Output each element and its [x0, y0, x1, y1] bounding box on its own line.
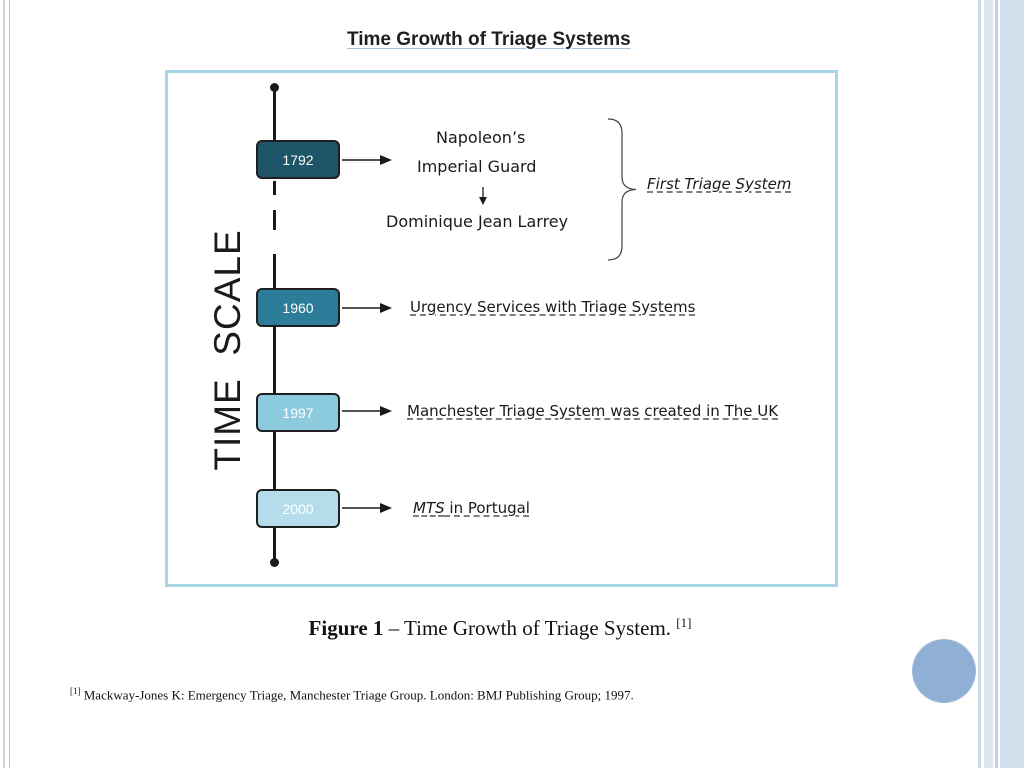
imperial-guard-label: Imperial Guard — [417, 157, 537, 176]
year-box-1997: 1997 — [256, 393, 340, 432]
arrow-1792 — [342, 155, 392, 165]
larrey-label: Dominique Jean Larrey — [386, 212, 569, 231]
footnote: [1] Mackway-Jones K: Emergency Triage, M… — [70, 686, 634, 703]
slide-title: Time Growth of Triage Systems — [347, 29, 631, 50]
event-1960-label: Urgency Services with Triage Systems — [410, 298, 696, 316]
left-decorative-stripe — [0, 0, 10, 768]
figure-caption: Figure 1 – Time Growth of Triage System.… — [0, 615, 1000, 641]
event-2000-label: MTS in Portugal — [413, 499, 530, 517]
timeline-dash — [273, 210, 276, 230]
right-decorative-stripes — [978, 0, 1024, 768]
caption-ref: [1] — [676, 615, 692, 630]
event-1997-label: Manchester Triage System was created in … — [407, 402, 779, 420]
curly-brace — [607, 118, 637, 261]
timeline-dash — [273, 181, 276, 195]
timeline-line — [273, 88, 276, 140]
footnote-text: Mackway-Jones K: Emergency Triage, Manch… — [80, 687, 634, 703]
year-box-1960: 1960 — [256, 288, 340, 327]
time-scale-axis-label: TIME SCALE — [207, 229, 248, 471]
timeline-start-dot — [270, 83, 279, 92]
first-triage-system-label: First Triage System — [647, 175, 792, 193]
arrow-2000 — [342, 503, 392, 513]
napoleon-label: Napoleon’s — [436, 128, 526, 147]
year-box-2000: 2000 — [256, 489, 340, 528]
event-2000-rest: in Portugal — [444, 499, 530, 517]
down-arrow — [479, 187, 487, 205]
caption-text: – Time Growth of Triage System. — [383, 616, 677, 640]
timeline-end-dot — [270, 558, 279, 567]
decorative-circle — [913, 640, 975, 702]
footnote-ref: [1] — [70, 686, 81, 696]
arrow-1997 — [342, 406, 392, 416]
mts-abbreviation: MTS — [413, 499, 445, 517]
year-box-1792: 1792 — [256, 140, 340, 179]
caption-label: Figure 1 — [308, 616, 384, 640]
arrow-1960 — [342, 303, 392, 313]
